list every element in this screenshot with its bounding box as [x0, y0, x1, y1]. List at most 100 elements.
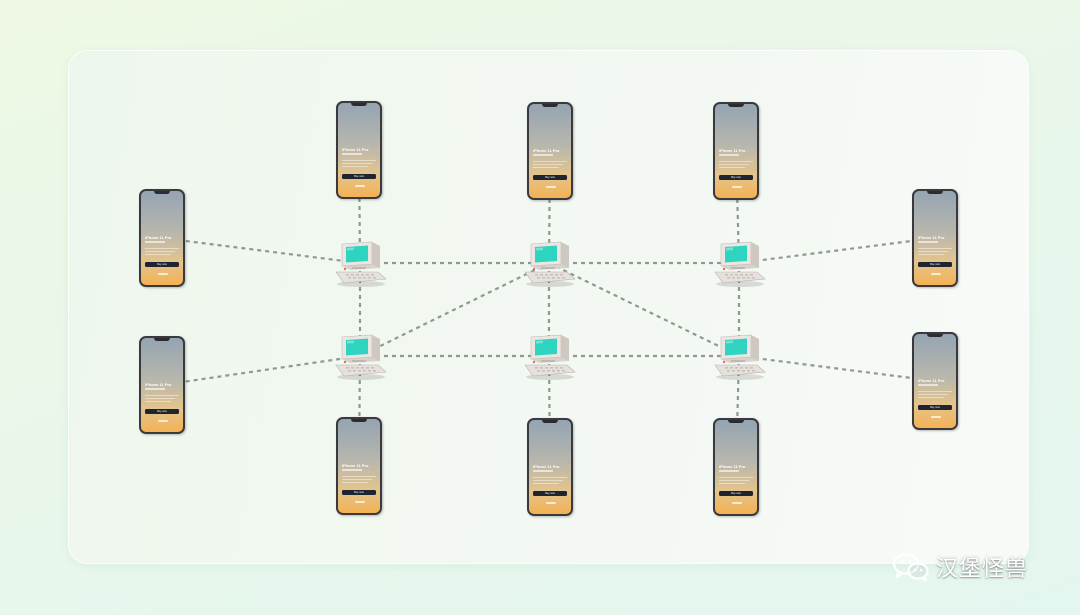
phone-notch [542, 420, 558, 423]
phone-text-line [145, 251, 175, 252]
pc-top-1-computer [332, 238, 388, 288]
retro-computer-icon [524, 241, 576, 287]
pc-bottom-1-computer [332, 331, 388, 381]
phone-notch [728, 104, 744, 107]
phone-left-top-phone: iPhone 11 Pro Buy now [139, 189, 185, 287]
phone-text-line [719, 477, 753, 478]
phone-bottom-3-phone: iPhone 11 Pro Buy now [713, 418, 759, 516]
retro-computer-icon [335, 334, 387, 380]
phone-screen-subtitle [918, 241, 938, 243]
retro-computer-icon [714, 334, 766, 380]
phone-buy-button: Buy now [719, 175, 753, 180]
wechat-icon [892, 553, 929, 581]
phone-text-line [719, 483, 745, 484]
phone-buy-button: Buy now [918, 262, 952, 267]
phone-notch [542, 104, 558, 107]
phone-footer-mark [158, 420, 168, 422]
phone-screen-title: iPhone 11 Pro [719, 148, 746, 153]
phone-screen-title: iPhone 11 Pro [533, 464, 560, 469]
phone-text-line [145, 254, 171, 255]
phone-text-line [342, 476, 376, 477]
phone-notch [927, 191, 943, 194]
phone-left-bottom-phone: iPhone 11 Pro Buy now [139, 336, 185, 434]
phone-top-3-phone: iPhone 11 Pro Buy now [713, 102, 759, 200]
retro-computer-icon [714, 241, 766, 287]
phone-screen-title: iPhone 11 Pro [719, 464, 746, 469]
pc-top-3-computer [711, 238, 767, 288]
phone-footer-mark [355, 185, 365, 187]
link-pc-top-2-to-pc-bottom-1 [359, 262, 550, 357]
phone-screen-subtitle [918, 384, 938, 386]
phone-screen-title: iPhone 11 Pro [918, 235, 945, 240]
link-phone-left-bottom-to-pc-bottom-1 [161, 354, 361, 387]
phone-footer-mark [546, 186, 556, 188]
pc-bottom-2-computer [521, 331, 577, 381]
phone-text-line [719, 480, 749, 481]
phone-screen-subtitle [145, 388, 165, 390]
link-pc-top-2-to-pc-bottom-3 [548, 262, 740, 357]
phone-right-top-phone: iPhone 11 Pro Buy now [912, 189, 958, 287]
phone-text-line [533, 164, 563, 165]
phone-footer-mark [546, 502, 556, 504]
pc-top-2-computer [521, 238, 577, 288]
phone-text-line [342, 482, 368, 483]
phone-text-line [918, 254, 944, 255]
phone-text-line [719, 164, 749, 165]
phone-buy-button: Buy now [918, 405, 952, 410]
phone-notch [154, 191, 170, 194]
phone-buy-button: Buy now [719, 491, 753, 496]
watermark-text: 汉堡怪兽 [936, 557, 1029, 582]
phone-footer-mark [355, 501, 365, 503]
phone-notch [351, 103, 367, 106]
watermark: 汉堡怪兽 [892, 550, 1028, 584]
phone-text-line [145, 401, 171, 402]
phone-text-line [533, 480, 563, 481]
phone-footer-mark [732, 502, 742, 504]
phone-screen-subtitle [342, 469, 362, 471]
phone-screen-title: iPhone 11 Pro [533, 148, 560, 153]
phone-screen-subtitle [533, 154, 553, 156]
phone-buy-button: Buy now [342, 490, 376, 495]
phone-screen-title: iPhone 11 Pro [342, 147, 369, 152]
phone-buy-button: Buy now [145, 262, 179, 267]
phone-screen-title: iPhone 11 Pro [145, 235, 172, 240]
phone-buy-button: Buy now [533, 175, 567, 180]
phone-text-line [342, 479, 372, 480]
phone-text-line [145, 398, 175, 399]
phone-text-line [342, 163, 372, 164]
phone-right-bottom-phone: iPhone 11 Pro Buy now [912, 332, 958, 430]
phone-text-line [342, 160, 376, 161]
phone-text-line [918, 391, 952, 392]
retro-computer-icon [335, 241, 387, 287]
phone-text-line [533, 483, 559, 484]
link-pc-bottom-3-to-phone-right-bottom [738, 354, 936, 383]
phone-text-line [918, 394, 948, 395]
link-phone-left-top-to-pc-top-1 [161, 236, 361, 265]
phone-bottom-2-phone: iPhone 11 Pro Buy now [527, 418, 573, 516]
phone-text-line [719, 167, 745, 168]
phone-top-2-phone: iPhone 11 Pro Buy now [527, 102, 573, 200]
phone-screen-subtitle [719, 154, 739, 156]
phone-text-line [533, 161, 567, 162]
phone-buy-button: Buy now [342, 174, 376, 179]
phone-notch [351, 419, 367, 422]
phone-top-1-phone: iPhone 11 Pro Buy now [336, 101, 382, 199]
phone-text-line [918, 397, 944, 398]
phone-notch [728, 420, 744, 423]
phone-footer-mark [158, 273, 168, 275]
pc-bottom-3-computer [711, 331, 767, 381]
phone-screen-subtitle [342, 153, 362, 155]
phone-text-line [918, 251, 948, 252]
phone-notch [154, 338, 170, 341]
phone-bottom-1-phone: iPhone 11 Pro Buy now [336, 417, 382, 515]
phone-buy-button: Buy now [145, 409, 179, 414]
phone-text-line [145, 248, 179, 249]
phone-text-line [533, 167, 559, 168]
phone-buy-button: Buy now [533, 491, 567, 496]
phone-screen-title: iPhone 11 Pro [145, 382, 172, 387]
phone-screen-subtitle [719, 470, 739, 472]
phone-text-line [145, 395, 179, 396]
phone-text-line [342, 166, 368, 167]
phone-footer-mark [931, 416, 941, 418]
